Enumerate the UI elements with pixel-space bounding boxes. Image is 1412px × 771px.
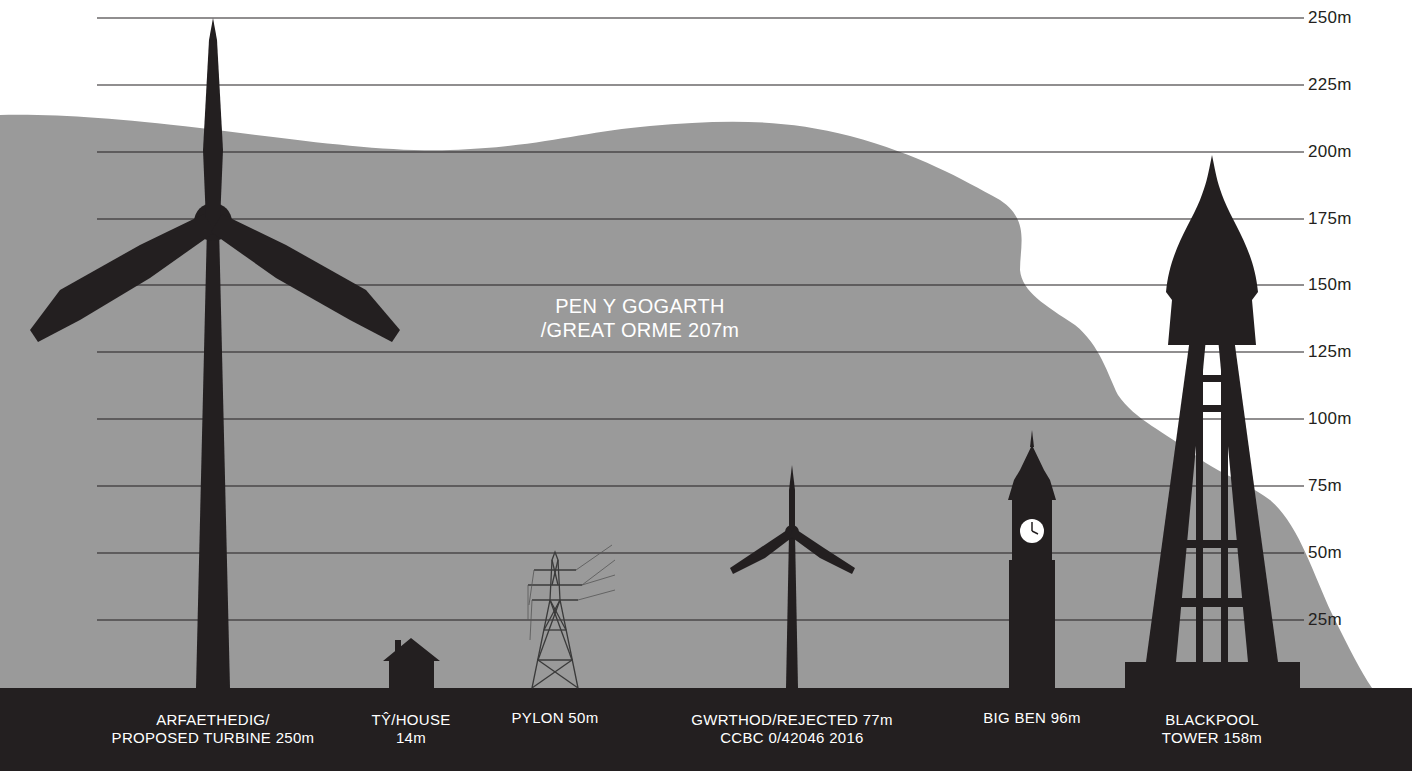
silhouette-part [1186,405,1238,412]
gridline [97,151,1304,152]
gridline [97,17,1304,18]
silhouette-part [544,629,566,630]
silhouette-part [537,659,573,660]
silhouette-part [1032,531,1038,534]
gridline [97,418,1304,419]
object-label: BIG BEN 96m [983,709,1081,727]
silhouette-part [1170,540,1254,548]
silhouette-part [790,528,855,574]
silhouette-part [1008,445,1056,500]
silhouette-part [1160,598,1264,607]
silhouette-part [1012,500,1052,562]
axis-label: 100m [1308,409,1352,429]
silhouette-part [395,640,401,652]
house [383,638,440,688]
axis-label: 125m [1308,342,1352,362]
silhouette-part [30,214,215,342]
rejected-turbine [730,465,855,688]
silhouette-part [1221,338,1228,662]
silhouette-part [1166,292,1258,345]
silhouette-part [211,214,400,342]
silhouette-part [532,552,578,688]
silhouette-part [1009,560,1055,688]
silhouette-part [789,465,795,532]
silhouette-part [730,528,794,574]
silhouette-part [528,584,582,585]
silhouette-part [530,600,532,640]
silhouette-part [383,638,440,688]
gridline [97,351,1304,352]
big-ben [1008,430,1056,688]
silhouette-part [1146,338,1206,662]
silhouette-part [1031,522,1033,531]
gridline [97,619,1304,620]
silhouette-part [582,560,615,585]
silhouette-part [552,560,558,585]
axis-label: 175m [1308,209,1352,229]
silhouette-part [538,660,578,688]
axis-label: 150m [1308,275,1352,295]
gridlines [97,18,1304,620]
ground-band [0,688,1412,771]
silhouette-part [203,18,223,222]
silhouette-part [529,570,534,605]
silhouette-part [196,226,230,688]
silhouette-part [550,600,566,630]
blackpool-tower [1125,155,1300,688]
silhouette-part [1125,662,1300,688]
silhouette-part [1030,430,1034,447]
silhouette-part [532,599,578,600]
silhouette-part [1196,338,1203,662]
gridline [97,552,1304,553]
object-label: TŶ/HOUSE 14m [371,711,450,747]
silhouette-part [582,575,615,585]
silhouette-part [552,560,558,585]
pylon [528,545,615,688]
object-label: PYLON 50m [512,709,599,727]
object-label: GWRTHOD/REJECTED 77m CCBC 0/42046 2016 [691,711,893,747]
proposed-turbine [30,18,400,688]
hill-label: PEN Y GOGARTH /GREAT ORME 207m [541,294,740,342]
silhouette-part [1166,155,1258,292]
silhouette-part [786,534,798,688]
axis-label: 200m [1308,142,1352,162]
clock-face [1020,519,1044,543]
silhouette-part [532,660,572,688]
gridline [97,84,1304,85]
axis-label: 50m [1308,543,1342,563]
gridline [97,218,1304,219]
silhouette-part [576,545,612,570]
silhouette-part [1218,338,1278,662]
silhouette-part [528,585,529,620]
silhouette-part [578,590,615,600]
gridline [97,485,1304,486]
gridline [97,284,1304,285]
silhouette-part [1188,375,1236,382]
silhouette-part [528,545,615,640]
axis-label: 250m [1308,8,1352,28]
axis-label: 75m [1308,476,1342,496]
object-label: BLACKPOOL TOWER 158m [1162,711,1262,747]
axis-label: 25m [1308,610,1342,630]
axis-label: 225m [1308,75,1352,95]
object-label: ARFAETHEDIG/ PROPOSED TURBINE 250m [112,711,315,747]
